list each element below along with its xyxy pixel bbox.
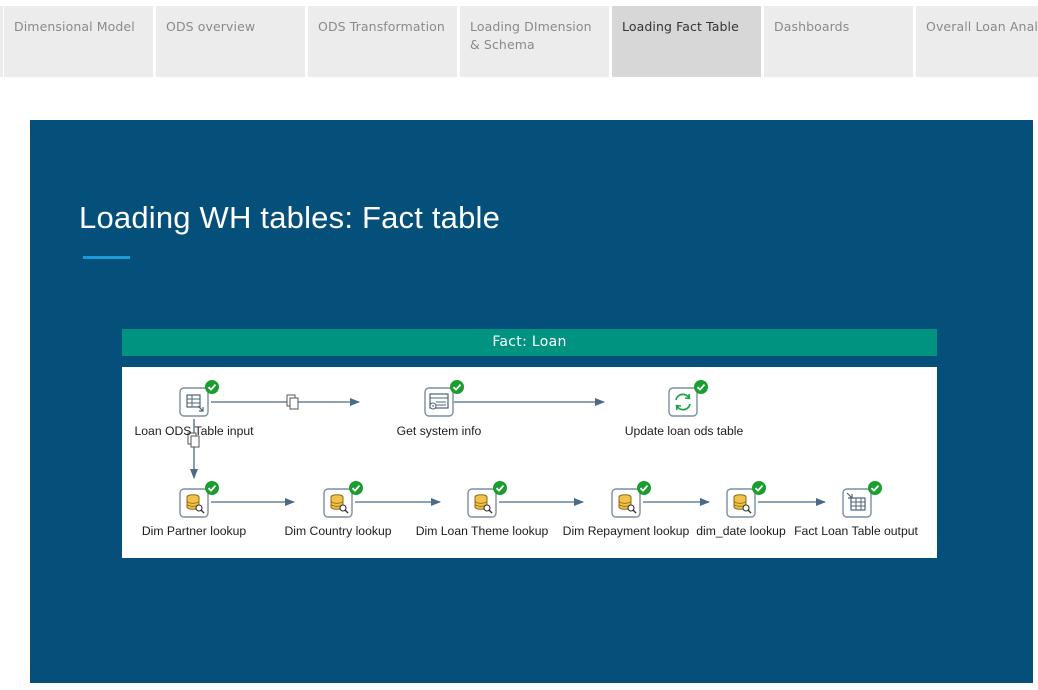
database-lookup-icon: [726, 488, 756, 518]
copy-rows-icon: [286, 394, 299, 410]
success-check-icon: [868, 481, 882, 495]
success-check-icon: [493, 481, 507, 495]
success-check-icon: [205, 481, 219, 495]
title-underline: [83, 256, 130, 259]
database-lookup-icon: [467, 488, 497, 518]
success-check-icon: [637, 481, 651, 495]
hop-connections: [187, 394, 826, 506]
success-check-icon: [349, 481, 363, 495]
update-icon: [668, 387, 698, 417]
tab-overall-loan-analysis[interactable]: Overall Loan Analysis: [916, 6, 1038, 77]
success-check-icon: [694, 380, 708, 394]
step-label: Update loan ods table: [624, 424, 744, 438]
tab-dimensional-model[interactable]: Dimensional Model: [4, 6, 153, 77]
success-check-icon: [752, 481, 766, 495]
step-dim-repayment-lookup[interactable]: [611, 481, 651, 518]
database-lookup-icon: [611, 488, 641, 518]
success-check-icon: [450, 380, 464, 394]
table-input-icon: [179, 387, 209, 417]
step-loan-ods-table-input[interactable]: [179, 380, 219, 417]
step-label: Loan ODS Table input: [134, 424, 254, 438]
step-label: Dim Partner lookup: [141, 524, 247, 538]
database-lookup-icon: [179, 488, 209, 518]
transformation-diagram: Loan ODS Table input Get system info: [122, 367, 937, 558]
step-label: Fact Loan Table output: [794, 524, 918, 538]
step-label: Dim Repayment lookup: [562, 524, 690, 538]
step-fact-loan-table-output[interactable]: [842, 481, 882, 518]
tab-dashboards[interactable]: Dashboards: [764, 6, 913, 77]
step-dim-loan-theme-lookup[interactable]: [467, 481, 507, 518]
fact-header: Fact: Loan: [122, 329, 937, 356]
step-label: dim_date lookup: [696, 524, 786, 538]
step-get-system-info[interactable]: [424, 380, 464, 417]
tab-strip-edge: [0, 6, 3, 77]
step-dim-country-lookup[interactable]: [323, 481, 363, 518]
step-dim-date-lookup[interactable]: [726, 481, 766, 518]
step-dim-partner-lookup[interactable]: [179, 481, 219, 518]
step-label: Get system info: [396, 424, 482, 438]
tab-strip: Dimensional Model ODS overview ODS Trans…: [0, 6, 1038, 77]
tab-loading-fact-table[interactable]: Loading Fact Table: [612, 6, 761, 77]
step-label: Dim Country lookup: [284, 524, 392, 538]
tab-ods-transformation[interactable]: ODS Transformation: [308, 6, 457, 77]
slide-title: Loading WH tables: Fact table: [79, 200, 501, 235]
database-lookup-icon: [323, 488, 353, 518]
system-info-icon: [424, 387, 454, 417]
tab-loading-dimension-schema[interactable]: Loading DImension & Schema: [460, 6, 609, 77]
step-update-loan-ods-table[interactable]: [668, 380, 708, 417]
step-label: Dim Loan Theme lookup: [415, 524, 549, 538]
slide: Loading WH tables: Fact table Fact: Loan: [30, 120, 1033, 683]
table-output-icon: [842, 488, 872, 518]
copy-rows-icon: [187, 432, 200, 448]
tab-ods-overview[interactable]: ODS overview: [156, 6, 305, 77]
success-check-icon: [205, 380, 219, 394]
